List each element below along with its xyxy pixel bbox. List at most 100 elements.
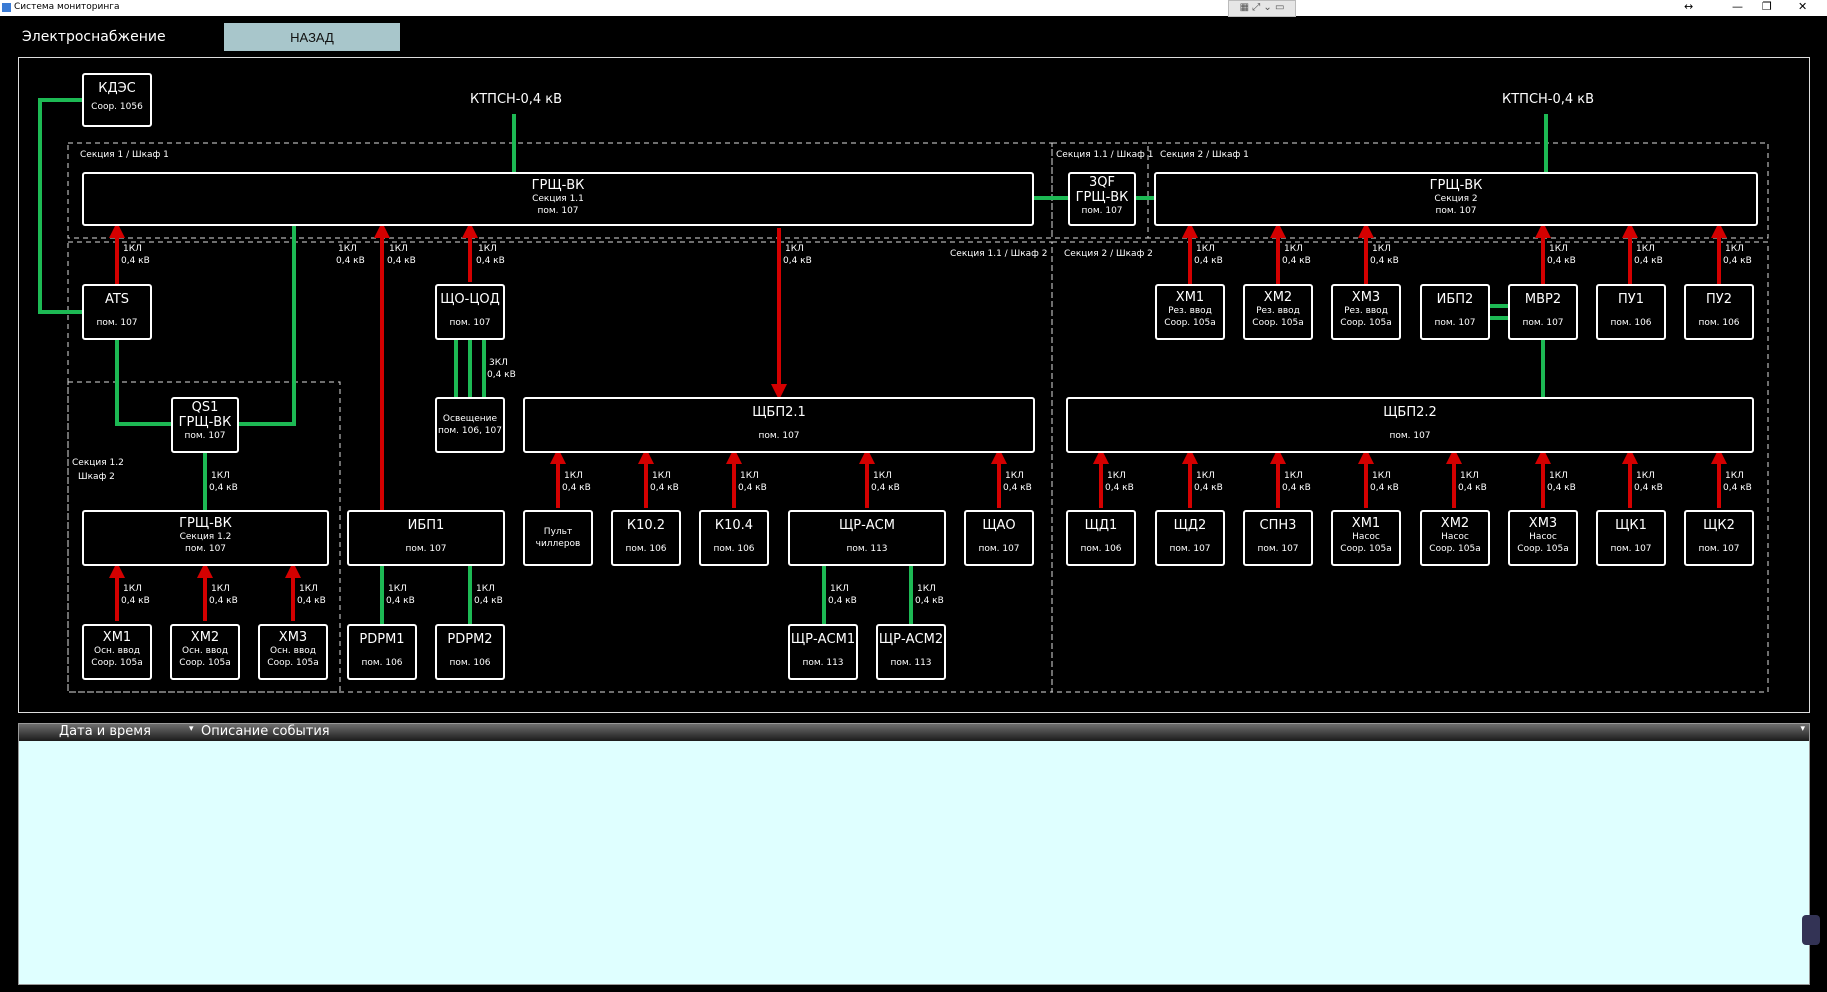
- grid-icon[interactable]: ▦: [1239, 2, 1250, 13]
- app-icon: [2, 3, 11, 12]
- node-shbp21[interactable]: ЩБП2.1 пом. 107: [523, 397, 1035, 453]
- filter-icon[interactable]: ▾: [189, 724, 194, 734]
- node-grsh-vk-12[interactable]: ГРЩ-ВК Секция 1.2 пом. 107: [82, 510, 329, 566]
- red-feeders: [109, 222, 1727, 621]
- events-panel[interactable]: Дата и время ▾ Описание события ▾: [18, 723, 1810, 985]
- resize-icon[interactable]: ↔: [1684, 0, 1694, 13]
- diagram-frame: [18, 57, 1810, 713]
- node-osveshchenie[interactable]: Освещение пом. 106, 107: [435, 397, 505, 453]
- node-3qf[interactable]: 3QF ГРЩ-ВК пом. 107: [1068, 172, 1136, 226]
- section-label-s2b: Секция 2 / Шкаф 2: [1064, 249, 1153, 259]
- maximize-button[interactable]: ❐: [1762, 0, 1772, 13]
- close-button[interactable]: ✕: [1798, 0, 1808, 13]
- filter-icon-2[interactable]: ▾: [1800, 724, 1805, 734]
- section-label-s2: Секция 2 / Шкаф 1: [1160, 150, 1249, 160]
- window-titlebar: Система мониторинга ↔ — ❐ ✕: [0, 0, 1827, 16]
- node-ibp1[interactable]: ИБП1 пом. 107: [347, 510, 505, 566]
- screens-icon[interactable]: ▭: [1274, 2, 1285, 13]
- section-label-s1: Секция 1 / Шкаф 1: [80, 150, 169, 160]
- node-shrasm[interactable]: ЩР-АСМ пом. 113: [788, 510, 946, 566]
- chevron-down-icon[interactable]: ⌄: [1263, 2, 1272, 13]
- section-11-outline: [1051, 142, 1149, 239]
- bus-left-label: КТПСН-0,4 кВ: [470, 92, 563, 107]
- node-grsh-vk-2[interactable]: ГРЩ-ВК Секция 2 пом. 107: [1154, 172, 1758, 226]
- node-qs1[interactable]: QS1 ГРЩ-ВК пом. 107: [171, 397, 239, 453]
- node-shbp22[interactable]: ЩБП2.2 пом. 107: [1066, 397, 1754, 453]
- green-links: [38, 98, 1548, 624]
- back-button[interactable]: НАЗАД: [224, 23, 400, 51]
- column-description[interactable]: Описание события: [201, 724, 330, 739]
- node-kdes[interactable]: КДЭС Соор. 1056: [82, 73, 152, 127]
- section-title: Электроснабжение: [22, 29, 166, 45]
- link-grsh1-qs1: [238, 226, 296, 426]
- node-grsh-vk-1[interactable]: ГРЩ-ВК Секция 1.1 пом. 107: [82, 172, 1034, 226]
- column-datetime[interactable]: Дата и время: [59, 724, 151, 739]
- section-2b-outline: [1051, 241, 1769, 693]
- link-kdes-ats: [38, 98, 82, 314]
- fullscreen-icon[interactable]: ⤢: [1252, 2, 1261, 13]
- node-ats[interactable]: ATS пом. 107: [82, 284, 152, 340]
- section-label-s12b: Шкаф 2: [78, 472, 115, 482]
- minimize-button[interactable]: —: [1732, 0, 1743, 13]
- node-shocod[interactable]: ЩО-ЦОД пом. 107: [435, 284, 505, 340]
- window-title: Система мониторинга: [14, 2, 120, 12]
- section-outlines: [67, 142, 1769, 693]
- floating-toolbar[interactable]: ▦ ⤢ ⌄ ▭: [1228, 0, 1296, 17]
- section-label-s11: Секция 1.1 / Шкаф 1: [1056, 150, 1154, 160]
- scroll-handle[interactable]: [1802, 915, 1820, 945]
